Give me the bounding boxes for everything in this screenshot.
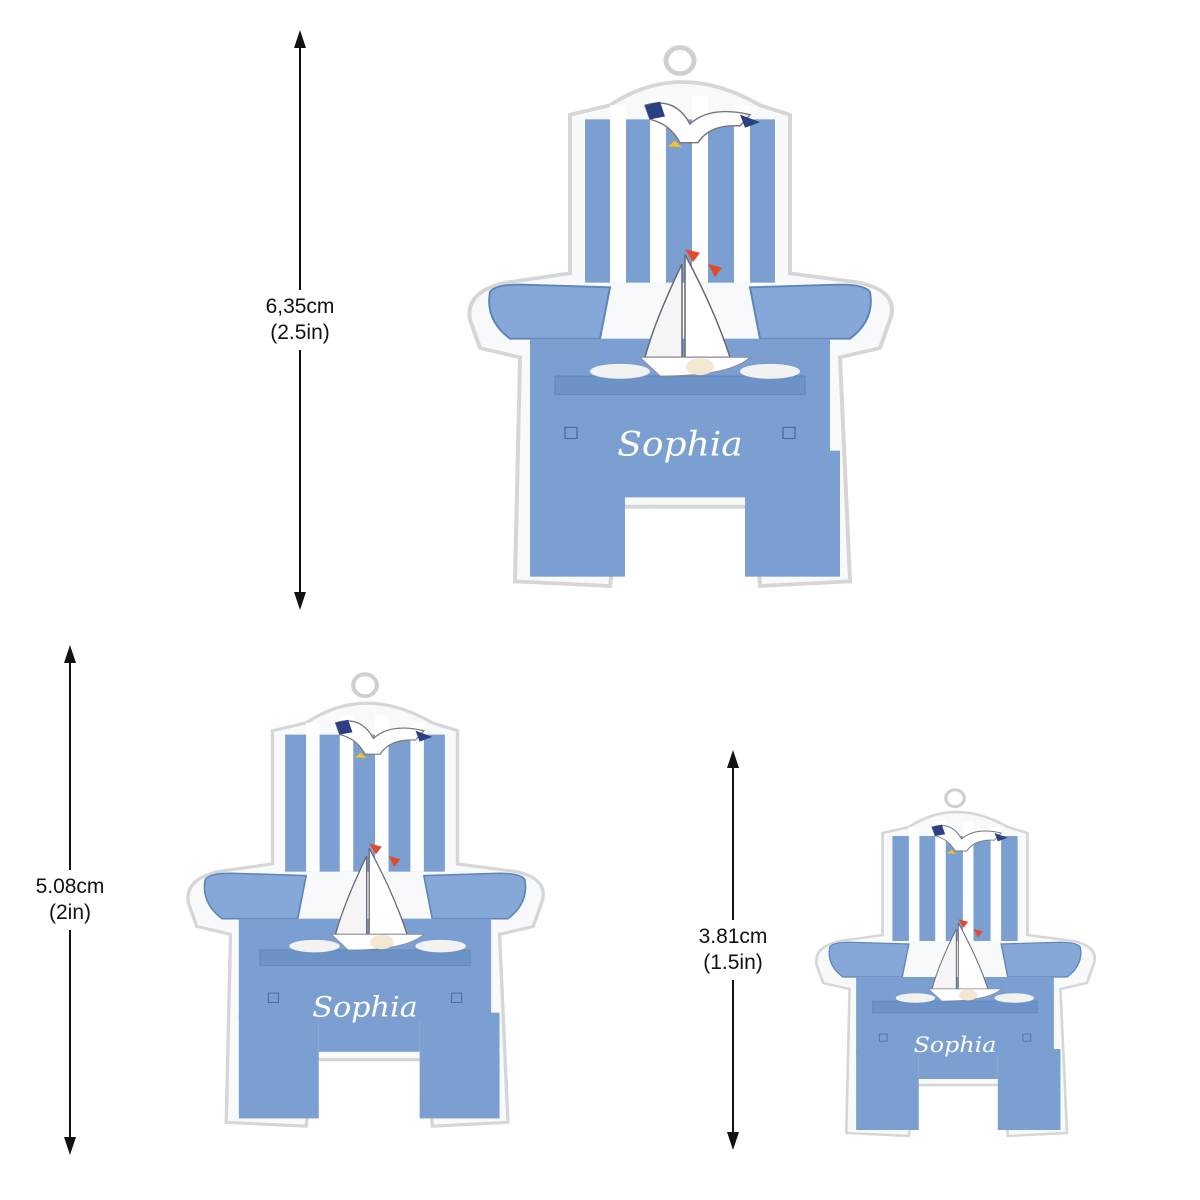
ornament-large: Sophia — [460, 40, 900, 600]
ornament-small: Sophia — [810, 785, 1100, 1145]
dimension-arrow-large: 6,35cm (2.5in) — [263, 30, 337, 610]
arrow-down-icon — [294, 592, 306, 610]
size-cm: 3.81cm — [698, 925, 768, 948]
ornament-name: Sophia — [914, 1033, 997, 1058]
size-label-large: 6,35cm (2.5in) — [263, 290, 337, 350]
arrow-up-icon — [294, 30, 306, 48]
adirondack-chair-icon: Sophia — [810, 785, 1100, 1145]
size-label-small: 3.81cm (1.5in) — [696, 920, 770, 980]
ornament-medium: Sophia — [180, 668, 550, 1138]
dimension-arrow-medium: 5.08cm (2in) — [33, 645, 107, 1155]
dimension-arrow-small: 3.81cm (1.5in) — [696, 750, 770, 1150]
arrow-down-icon — [727, 1132, 739, 1150]
size-inch: (2.5in) — [270, 321, 330, 344]
arrow-down-icon — [64, 1137, 76, 1155]
arrow-up-icon — [727, 750, 739, 768]
arrow-up-icon — [64, 645, 76, 663]
size-cm: 6,35cm — [265, 295, 335, 318]
size-cm: 5.08cm — [35, 875, 105, 898]
ornament-name: Sophia — [617, 425, 743, 464]
ornament-name: Sophia — [312, 991, 418, 1024]
size-label-medium: 5.08cm (2in) — [33, 870, 107, 930]
size-inch: (1.5in) — [703, 951, 763, 974]
adirondack-chair-icon: Sophia — [460, 40, 900, 600]
size-inch: (2in) — [48, 901, 91, 924]
adirondack-chair-icon: Sophia — [180, 668, 550, 1138]
